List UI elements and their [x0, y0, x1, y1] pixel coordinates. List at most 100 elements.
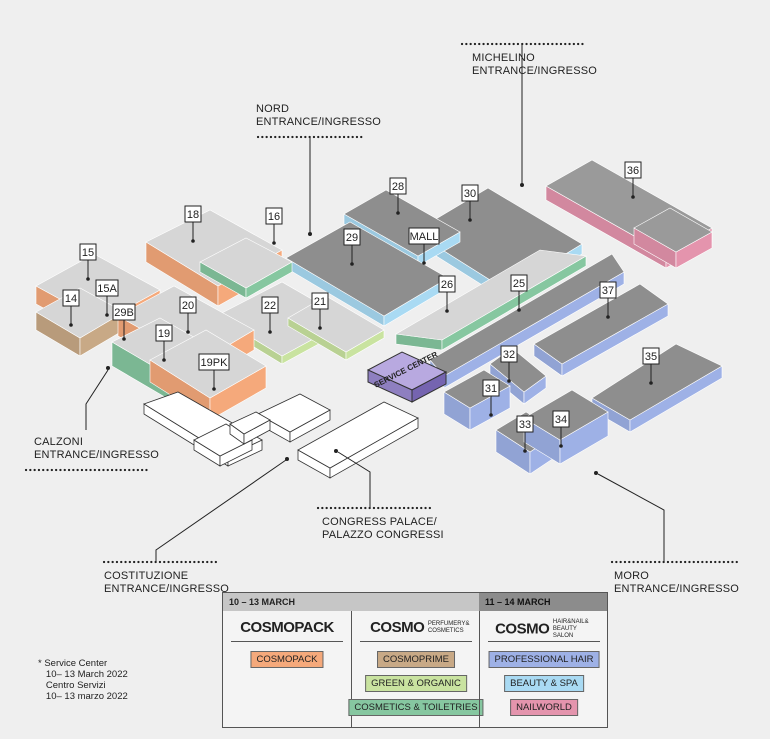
hall-label-31[interactable]: 31: [482, 379, 500, 417]
hall-16-roof: [199, 237, 293, 289]
hall-number: 33: [519, 419, 531, 431]
hall-label-29[interactable]: 29: [343, 228, 361, 266]
hall-26[interactable]: [395, 249, 587, 351]
tag-cosmopack[interactable]: COSMOPACK: [250, 651, 324, 668]
brand-perfumery-name: COSMO: [370, 619, 425, 636]
hall-label-21[interactable]: 21: [311, 292, 329, 330]
brand-hair: COSMO HAIR&NAIL& BEAUTY SALON: [480, 619, 608, 640]
hall-29[interactable]: [285, 221, 449, 327]
congress-palace-building: [143, 391, 419, 479]
entrance-nord-sub: ENTRANCE/INGRESSO: [256, 116, 381, 128]
hall-label-20[interactable]: 20: [179, 296, 197, 334]
entrance-calzoni-sub: ENTRANCE/INGRESSO: [34, 449, 159, 461]
hall-number: 25: [513, 278, 525, 290]
hall-label-33[interactable]: 33: [516, 415, 534, 453]
tag-green-organic[interactable]: GREEN & ORGANIC: [365, 675, 467, 692]
brand-perfumery-sub: PERFUMERY& COSMETICS: [427, 621, 470, 635]
hall-label-22[interactable]: 22: [261, 296, 279, 334]
hall-label-19pk[interactable]: 19PK: [198, 353, 230, 391]
hall-number: MALL: [410, 231, 439, 243]
brand-cosmopack: COSMOPACK: [240, 619, 334, 636]
legend-period-1: 10 – 13 MARCH: [223, 593, 479, 611]
entrance-costituzione-sub: ENTRANCE/INGRESSO: [104, 583, 229, 595]
hall-number: 29: [346, 232, 358, 244]
tag-nailworld[interactable]: NAILWORLD: [510, 699, 578, 716]
legend-col-hair: COSMO HAIR&NAIL& BEAUTY SALON PROFESSION…: [479, 611, 608, 727]
hall-label-25[interactable]: 25: [510, 274, 528, 312]
hall-label-36[interactable]: 36: [624, 161, 642, 199]
hall-35[interactable]: [591, 343, 723, 433]
hall-16[interactable]: [199, 237, 293, 299]
brand-perfumery: COSMO PERFUMERY& COSMETICS: [352, 619, 480, 636]
hall-labels: 14 15 15A 16 18 19 19PK 20 21 22 25 26 28 29 29B 30 31 32…: [62, 161, 660, 453]
hall-14[interactable]: [35, 287, 125, 357]
hall-label-16[interactable]: 16: [265, 207, 283, 245]
entrance-calzoni-name: CALZONI: [34, 436, 83, 448]
hall-label-19[interactable]: 19: [155, 324, 173, 362]
hall-number: 15: [82, 247, 94, 259]
hall-number: 15A: [97, 283, 117, 295]
hall-label-mall[interactable]: MALL: [408, 227, 440, 265]
hall-26-roof: [395, 249, 587, 341]
tag-beauty-spa[interactable]: BEAUTY & SPA: [504, 675, 584, 692]
hall-number: 18: [187, 209, 199, 221]
hall-number: 29B: [114, 307, 134, 319]
hall-number: 35: [645, 351, 657, 363]
hall-label-14[interactable]: 14: [62, 289, 80, 327]
hall-number: 36: [627, 165, 639, 177]
legend: 10 – 13 MARCH 11 – 14 MARCH COSMOPACK CO…: [222, 592, 608, 728]
brand-hair-name: COSMO: [495, 620, 550, 638]
hall-label-32[interactable]: 32: [500, 345, 518, 383]
hall-number: 19: [158, 328, 170, 340]
entrance-michelino-sub: ENTRANCE/INGRESSO: [472, 65, 597, 77]
congress-wing-5: [229, 411, 271, 445]
hall-number: 34: [555, 414, 567, 426]
entrance-nord: NORD ENTRANCE/INGRESSO: [256, 103, 381, 236]
tag-professional-hair[interactable]: PROFESSIONAL HAIR: [488, 651, 600, 668]
hall-number: 32: [503, 349, 515, 361]
entrance-congress-name: CONGRESS PALACE/: [322, 516, 438, 528]
hall-label-34[interactable]: 34: [552, 410, 570, 448]
service-center[interactable]: SERVICE CENTER: [366, 350, 448, 403]
entrance-moro: MORO ENTRANCE/INGRESSO: [594, 471, 742, 595]
congress-wing-3: [257, 393, 331, 443]
entrance-costituzione: COSTITUZIONE ENTRANCE/INGRESSO: [102, 457, 289, 595]
legend-col-perfumery: COSMO PERFUMERY& COSMETICS COSMOPRIME GR…: [348, 611, 484, 727]
tag-cosmoprime[interactable]: COSMOPRIME: [377, 651, 455, 668]
hall-21[interactable]: [287, 295, 385, 361]
hall-number: 31: [485, 383, 497, 395]
entrance-calzoni: CALZONI ENTRANCE/INGRESSO: [24, 366, 159, 472]
hall-label-35[interactable]: 35: [642, 347, 660, 385]
hall-label-29b[interactable]: 29B: [112, 303, 136, 341]
hall-label-30[interactable]: 30: [461, 184, 479, 222]
hall-37[interactable]: [533, 283, 669, 377]
hall-label-37[interactable]: 37: [599, 281, 617, 319]
tag-cosmetics-toiletries[interactable]: COSMETICS & TOILETRIES: [348, 699, 484, 716]
hall-36b-roof: [633, 207, 713, 253]
hall-number: 30: [464, 188, 476, 200]
hall-36b[interactable]: [633, 207, 713, 269]
hall-label-18[interactable]: 18: [184, 205, 202, 243]
hall-number: 14: [65, 293, 77, 305]
hall-label-28[interactable]: 28: [389, 177, 407, 215]
hall-label-26[interactable]: 26: [438, 275, 456, 313]
hall-number: 26: [441, 279, 453, 291]
entrance-costituzione-name: COSTITUZIONE: [104, 570, 188, 582]
hall-37-roof: [533, 283, 669, 365]
legend-period-2: 11 – 14 MARCH: [479, 593, 607, 611]
hall-number: 37: [602, 285, 614, 297]
hall-label-15[interactable]: 15: [79, 243, 97, 281]
hall-number: 16: [268, 211, 280, 223]
entrance-congress-sub: PALAZZO CONGRESSI: [322, 529, 444, 541]
hall-number: 28: [392, 181, 404, 193]
hall-number: 19PK: [201, 357, 229, 369]
brand-hair-sub: HAIR&NAIL& BEAUTY SALON: [552, 619, 589, 639]
hall-label-15a[interactable]: 15A: [95, 279, 119, 317]
hall-number: 20: [182, 300, 194, 312]
entrance-moro-name: MORO: [614, 570, 649, 582]
entrance-congress: CONGRESS PALACE/ PALAZZO CONGRESSI: [316, 449, 444, 541]
hall-number: 22: [264, 300, 276, 312]
entrance-michelino: MICHELINO ENTRANCE/INGRESSO: [460, 42, 597, 187]
congress-wing-4: [297, 401, 419, 479]
